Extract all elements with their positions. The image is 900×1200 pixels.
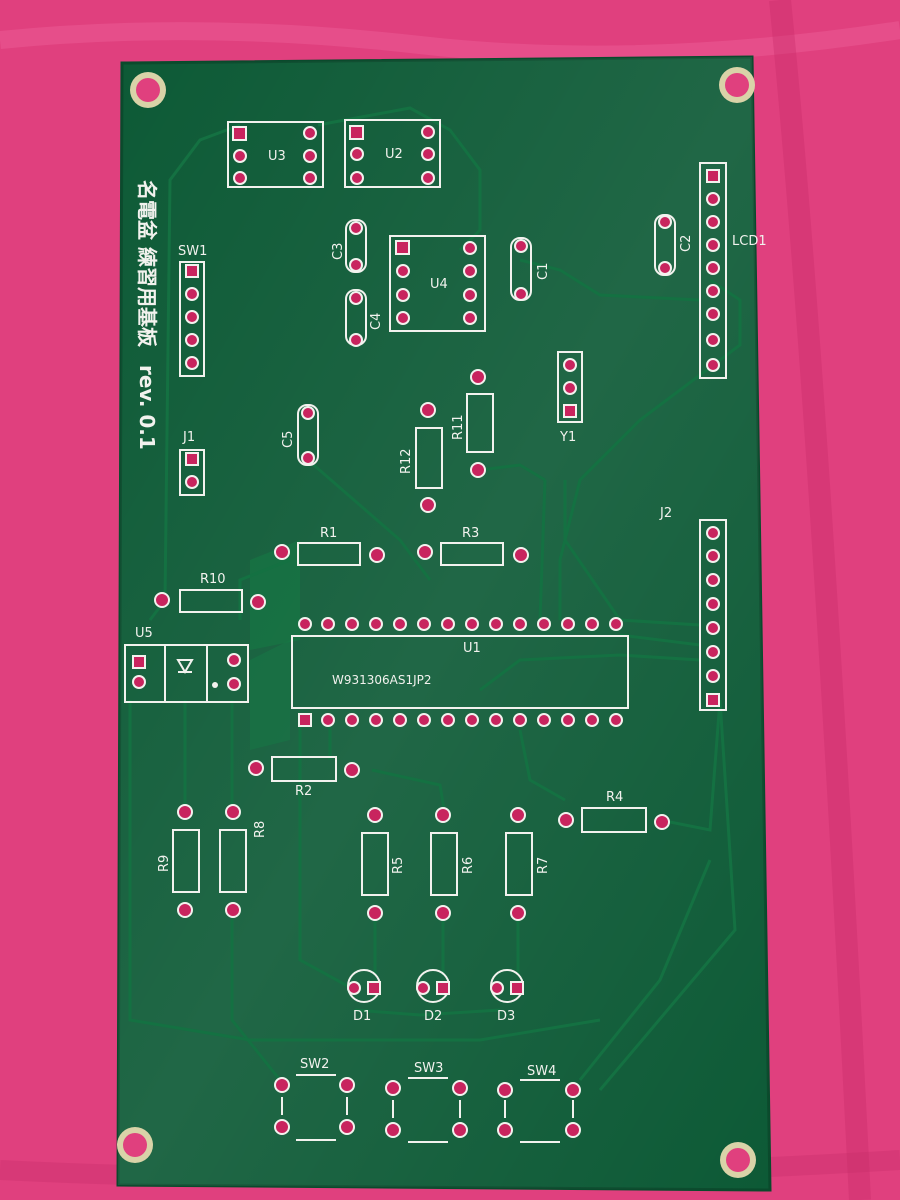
label-r2: R2 — [295, 784, 312, 799]
resistor-r6: R6 — [430, 807, 476, 921]
label-d2: D2 — [424, 1009, 442, 1024]
label-c1: C1 — [536, 263, 551, 280]
label-r9: R9 — [157, 855, 172, 872]
component-u4: U4 — [389, 235, 486, 332]
label-sw4: SW4 — [527, 1064, 556, 1079]
label-j2: J2 — [659, 506, 672, 521]
capacitor-c1: C1 — [510, 237, 551, 301]
u1-pins-bottom — [298, 713, 623, 727]
label-u5: U5 — [135, 626, 153, 641]
capacitor-c4: C4 — [345, 289, 384, 347]
label-y1: Y1 — [559, 430, 576, 445]
label-c2: C2 — [679, 235, 694, 252]
component-u3: U3 — [227, 121, 324, 188]
resistor-r2: R2 — [248, 756, 360, 799]
resistor-r4: R4 — [558, 790, 670, 833]
label-r8: R8 — [253, 821, 268, 838]
header-j2: J2 — [659, 506, 727, 711]
resistor-r8: R8 — [219, 804, 268, 918]
mounting-hole-top-right — [719, 67, 755, 103]
label-r11: R11 — [451, 414, 466, 440]
label-r7: R7 — [536, 857, 551, 874]
label-r5: R5 — [391, 857, 406, 874]
label-r3: R3 — [462, 526, 479, 541]
capacitor-c2: C2 — [654, 214, 694, 276]
label-sw2: SW2 — [300, 1057, 329, 1072]
label-c4: C4 — [369, 313, 384, 330]
resistor-r7: R7 — [505, 807, 551, 921]
resistor-r10: R10 — [154, 572, 266, 613]
board-title-line1: 名電盆 練習用基板 — [135, 180, 159, 348]
header-j1: J1 — [179, 430, 205, 496]
label-lcd1: LCD1 — [732, 234, 767, 249]
switch-sw4: SW4 — [497, 1064, 581, 1143]
label-c3: C3 — [331, 243, 346, 260]
label-j1: J1 — [182, 430, 195, 445]
led-d3: D3 — [490, 969, 524, 1024]
label-u1: U1 — [463, 641, 481, 656]
label-r6: R6 — [461, 857, 476, 874]
mounting-hole-top-left — [130, 72, 166, 108]
resistor-r12: R12 — [399, 402, 443, 513]
board-title-line2: rev. 0.1 — [135, 365, 159, 450]
copper-traces — [128, 106, 742, 1091]
resistor-r5: R5 — [361, 807, 406, 921]
chip-marking: W931306AS1JP2 — [332, 673, 432, 687]
label-d1: D1 — [353, 1009, 371, 1024]
led-d2: D2 — [416, 969, 450, 1024]
label-sw3: SW3 — [414, 1061, 443, 1076]
header-lcd1: LCD1 — [699, 162, 767, 379]
label-r10: R10 — [200, 572, 226, 587]
crystal-y1: Y1 — [557, 351, 583, 445]
label-u3: U3 — [268, 149, 286, 164]
component-u2: U2 — [344, 119, 441, 188]
resistor-r3: R3 — [417, 526, 529, 566]
switch-sw3: SW3 — [385, 1061, 468, 1143]
label-r12: R12 — [399, 448, 414, 474]
board-title: 名電盆 練習用基板 rev. 0.1 — [135, 180, 159, 450]
u1-pins-top — [298, 617, 623, 631]
resistor-r11: R11 — [451, 369, 494, 478]
resistor-r9: R9 — [157, 804, 200, 918]
label-r1: R1 — [320, 526, 337, 541]
component-u5: U5 — [124, 626, 249, 703]
capacitor-c5: C5 — [281, 404, 319, 466]
label-u4: U4 — [430, 277, 448, 292]
ic-u1: U1 W931306AS1JP2 — [291, 617, 629, 727]
capacitor-c3: C3 — [331, 219, 367, 273]
mounting-hole-bottom-left — [117, 1127, 153, 1163]
resistor-r1: R1 — [274, 526, 385, 566]
mounting-holes — [117, 67, 756, 1178]
label-c5: C5 — [281, 431, 296, 448]
label-d3: D3 — [497, 1009, 515, 1024]
led-d1: D1 — [347, 969, 381, 1024]
switch-sw2: SW2 — [274, 1057, 355, 1141]
header-sw1: SW1 — [178, 244, 207, 377]
label-sw1: SW1 — [178, 244, 207, 259]
label-r4: R4 — [606, 790, 623, 805]
label-u2: U2 — [385, 147, 403, 162]
mounting-hole-bottom-right — [720, 1142, 756, 1178]
